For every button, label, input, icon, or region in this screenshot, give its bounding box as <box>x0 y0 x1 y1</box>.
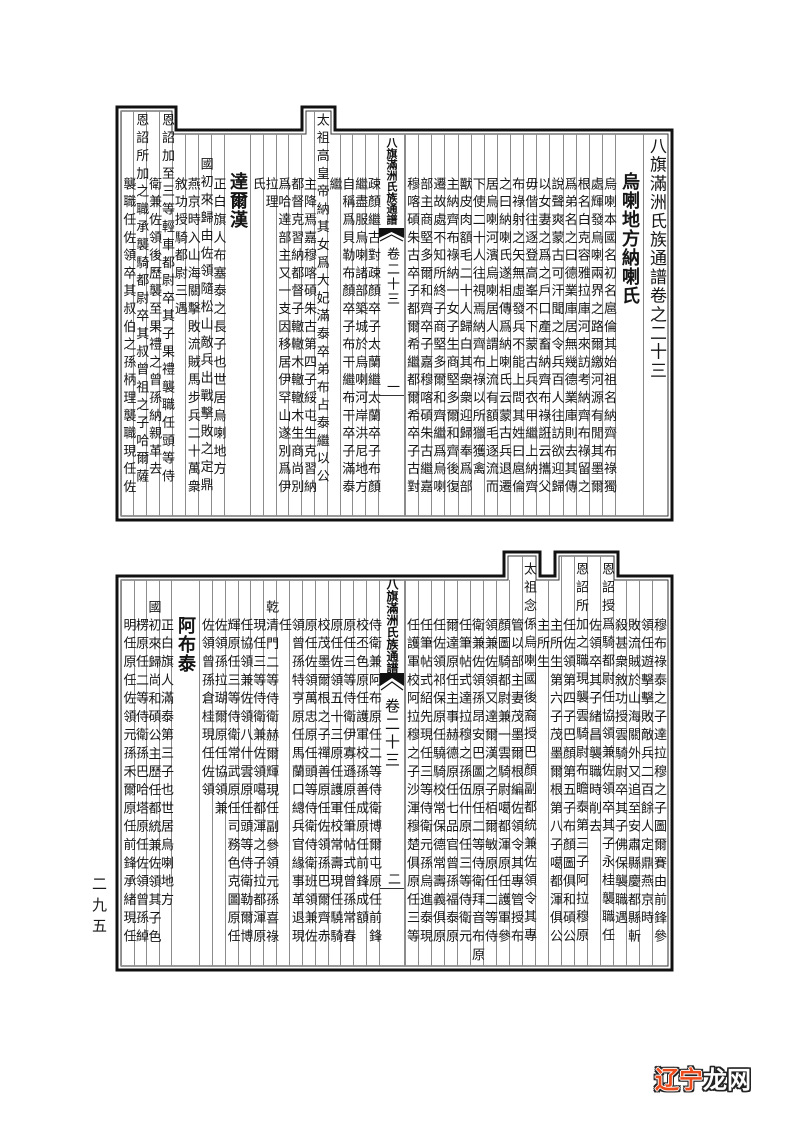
honorific-raised-column: 恩詔加至三等輕車都尉卒其子果禮襲職任頭等侍 <box>159 111 174 516</box>
banxin-leaf-number: 二 <box>385 872 400 885</box>
honorific-raised-column: 恩詔所加之職現襲雲騎尉布瞻泰第三子阿拉穆原 <box>573 556 588 966</box>
honorific-raised-column: 恩詔授爲騎都尉任協領兼佐領卒其子永桂襲職任 <box>599 556 614 966</box>
text-column: 處輝發烏喇兩界之路爾繳河源有閒其墨爾 <box>588 134 603 516</box>
text-column: 居烏喇河濱烏喇居人謂上流有額毛逐流而 <box>483 134 498 516</box>
text-column: 燕京時入山海關擊敗流賊馬步兵二十萬衆 <box>185 134 200 516</box>
text-column: 任筆帖式紹先現任三等侍衛元孫烏進泰現 <box>417 580 432 966</box>
entry-heading: 達爾漢 <box>223 134 251 516</box>
text-column: 遷故處不知所終子商堅多爾和齊繼爲烏喇 <box>430 134 445 516</box>
text-column: 佐領曾孫倉桂現任佐領 <box>199 580 214 966</box>
volume-title: 八旗滿洲氏族通譜卷之二十三 <box>643 134 668 516</box>
text-column-raised: 乾清門二等侍衛赫爾輝現任副參領元孫喜祿 <box>263 580 278 966</box>
text-column: 襲職任佐領卒其叔伯之孫柄理襲職現任佐 <box>120 111 135 516</box>
banxin-leaf-number: 一 <box>384 380 399 393</box>
text-column: 主降焉嘉穆喀碩朱古第四子綏屯生克習納 <box>301 134 316 516</box>
text-column: 爲弟名之曰德業庫居無幾德業庫則去其傳 <box>562 134 577 516</box>
banxin-divider <box>379 395 404 396</box>
text-column: 敘功授騎都尉三遇 <box>172 134 187 516</box>
text-column: 殺甚衆敘功授雲騎尉卒其子佛保襲職遇 <box>612 580 627 966</box>
honorific-raised-column: 恩詔所加之職承襲騎都尉卒其叔曾祖之子哈爾薩 <box>133 111 148 516</box>
page-number: 二九五 <box>90 876 108 939</box>
text-column: 繼 <box>327 134 342 516</box>
text-column: 侍衛兼阿布原任二等侍衛博爾屯原任前鋒 <box>366 580 381 966</box>
watermark-red-text: 辽宁 <box>655 1066 703 1094</box>
text-column: 下使二十人往視焉納齊布祿以所獵獲禽 <box>470 134 485 516</box>
entry-heading: 阿布泰 <box>171 580 199 966</box>
text-column: 校茂墨爾根之子禪善原任佐領孫巴爾齊赤 <box>315 580 330 966</box>
text-column: 原任佐領萬忠原任頭等侍衛侍衛班領兼佐 <box>302 580 317 966</box>
site-watermark: 辽宁龙网 <box>655 1064 751 1096</box>
text-column-raised: 國初來歸尚和碩公主歷任都統兼佐領其子色 <box>146 580 161 966</box>
banxin-volume: 卷二十三 <box>384 247 399 307</box>
text-column-raised: 國初來歸由佐領隨松山敵兵出戰擊敗之定鼎 <box>198 134 213 516</box>
banxin-center-column: 八旗滿洲氏族通譜 卷二十三 二 <box>379 578 405 966</box>
text-column: 任佐領第四子巴顏第五子布顏圖俱和碩公 <box>560 556 575 966</box>
text-column: 任協領兼佐領八什雲原任頭等侍衛勒爾博 <box>237 580 252 966</box>
banxin-volume: 卷二十三 <box>383 698 401 770</box>
text-column: 穆布祿泰之子達拉穆之子圖爾賽由前鋒參 <box>651 580 666 966</box>
text-column: 原任三等侍衛伊寡遜原任筆帖式曾孫常春 <box>340 580 355 966</box>
text-column: 主所生 <box>534 580 549 966</box>
text-column: 主所生第六子茂墨爾根第八子噶都渾俱公 <box>547 580 562 966</box>
text-column: 佐領孫拉瑚爾原任協領兼 <box>212 580 227 966</box>
banxin-book-title: 八旗滿洲氏族通譜 <box>385 137 398 225</box>
honorific-raised-column: 太祖高皇帝納其女爲大妃滿泰卒弟布占泰繼以公 <box>314 111 329 516</box>
banxin-book-title: 八旗滿洲氏族通譜 <box>385 578 399 674</box>
fishtail-mark-icon <box>379 228 404 242</box>
text-column: 爲哈達部主又一支因移居伊罕山遂別爲伊 <box>275 134 290 516</box>
text-column: 領兼佐領又達爾漢之子栢爾敏原任二等侍 <box>482 580 497 966</box>
text-column: 繼盡服烏喇諸部築城於烏喇河岸洪尼地方 <box>352 134 367 516</box>
text-column: 衛兼佐領孫昂安巴圖原任二等侍衛拜音布原 <box>469 580 484 966</box>
banxin-center-column: 八旗滿洲氏族通譜 卷二十三 一 <box>378 134 405 516</box>
text-column: 烏喇本國名初名扈倫其始祖名納齊布祿獨 <box>601 134 616 516</box>
watermark-white-text: 龙网 <box>703 1066 751 1094</box>
text-column: 楞原任二等侍衛孫巴哈塔原任佐領曾孫綽 <box>133 580 148 966</box>
text-column: 之曰納喇氏遂相傳爲納喇氏云蒙古兵退遷 <box>496 134 511 516</box>
honorific-raised-column: 太祖念係烏喇國後裔授巴顏副都統兼佐領令其專 <box>521 556 536 966</box>
text-column: 毋偕往逐登高峯不下蒙古兵衣甲繼上納齊 <box>522 134 537 516</box>
text-column: 布祿射之矢無虛發兵不能上問其姓曰扈倫 <box>509 134 524 516</box>
text-column: 任護軍校阿拉穆之子沙渾穆楚俱原任三等 <box>404 580 419 966</box>
text-column: 穆喀碩朱古卒子都爾希繼都爾希卒子古對 <box>404 134 419 516</box>
text-column: 領任遊擊擊敗敵兵二百餘人定鼎燕京時 <box>638 580 653 966</box>
text-column: 任佐領祁保原任驍騎校常保德常壽義俱原 <box>430 580 445 966</box>
lower-leaf-frame <box>115 550 674 972</box>
text-column: 正白旗人布塞泰之長子也世居烏喇地方 <box>210 134 225 516</box>
text-column: 拉理 <box>263 134 278 516</box>
text-column: 現任三等侍衛兼佐領噶都渾之子拉都渾原 <box>250 580 265 966</box>
clan-heading: 烏喇地方納喇氏 <box>615 134 643 516</box>
text-column: 任 <box>276 580 291 966</box>
text-column: 顏圖騎都尉兼一雲騎尉噶都渾原任護軍參 <box>495 580 510 966</box>
text-column: 校丕色原任護軍校孫善成原任前鋒成額 <box>353 580 368 966</box>
text-column: 以女妻之爲之戶口產畜納齊布祿誑云攜父 <box>535 134 550 516</box>
text-column: 佐領卒其子緒昌襲職時削去 <box>586 556 601 966</box>
text-column: 疎顏繼古對疎顏卒子太蘭繼太蘭卒子布顏 <box>365 134 380 516</box>
text-column: 任筆帖式達拉穆之孫伍什原任三等侍衛元 <box>456 580 471 966</box>
text-column: 主納齊布祿納一女子生商堅多爾和齊後復 <box>443 134 458 516</box>
text-column: 領曾孫特亨原任馬蘭口總兵官緣事革退現 <box>289 580 304 966</box>
text-column: 輝原任三等侍衛常武原任司務色克圖原任 <box>225 580 240 966</box>
banxin-divider <box>380 888 404 889</box>
text-column: 衛兼佐領後歷襲至果禮之曾孫納親革去 <box>146 111 161 516</box>
text-column: 明任原任佐領元孫禾爾原任前鋒承緒現任 <box>121 580 136 966</box>
text-column: 根名白克容雅拉庫河來訪考納齊布祿留之 <box>575 134 590 516</box>
text-column: 管以部主妻茂墨爾根編佐領令其專管授布 <box>508 580 523 966</box>
text-column: 自稱爲貝勒布顏卒子布干繼布干卒子滿泰 <box>339 134 354 516</box>
text-column: 獸皮肉額毛二十人歸白其衆衆迎歸奉爲部 <box>457 134 472 516</box>
text-column: 原任佐領五十三原任護軍校常壽現任驍騎 <box>327 580 342 966</box>
text-column: 都督克習納都督子轍轍木轍轍木生商尚別 <box>288 134 303 516</box>
text-column: 敗流賊於山海關外又追至安肅縣慶都縣斬 <box>625 580 640 966</box>
upper-leaf-frame <box>115 105 674 522</box>
text-column: 爾達原任主事赫德原任七品官曾孫福泰原 <box>443 580 458 966</box>
text-column: 正白旗人滿泰第三子也世居烏喇地方 <box>158 580 173 966</box>
fishtail-mark-icon <box>380 673 404 691</box>
text-column: 氏 <box>250 134 265 516</box>
text-column: 說聲爽蒙古可汗聞之令兵百人往訪欲迎歸 <box>548 134 563 516</box>
text-column: 部主商堅多爾和齊卒子嘉穆喀碩朱古繼嘉 <box>417 134 432 516</box>
